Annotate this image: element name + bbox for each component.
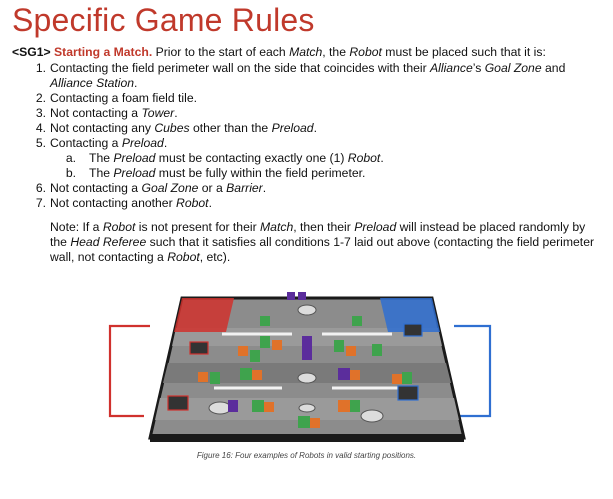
tower	[297, 304, 317, 316]
cube	[302, 348, 312, 360]
item-text: Contacting the field perimeter wall on t…	[50, 61, 566, 91]
item-number: a.	[65, 151, 76, 165]
cube	[350, 400, 360, 412]
item-number: 6.	[35, 181, 46, 195]
cube	[238, 346, 248, 356]
item-number: 4.	[35, 121, 46, 135]
cube	[260, 316, 270, 326]
cube-group	[198, 292, 412, 428]
tower	[208, 401, 232, 415]
cube	[210, 372, 220, 384]
field-figure	[108, 292, 492, 442]
red-start-line-lower	[108, 403, 144, 418]
item-text: Not contacting another Robot.	[50, 196, 212, 210]
figure-caption: Figure 16: Four examples of Robots in va…	[196, 451, 417, 460]
cube	[334, 340, 344, 352]
cube	[392, 374, 402, 384]
tower	[298, 403, 316, 413]
item-number: 2.	[35, 91, 46, 105]
item-text: The Preload must be fully within the fie…	[89, 166, 366, 180]
item-text: The Preload must be contacting exactly o…	[89, 151, 384, 165]
cube	[310, 418, 320, 428]
page-title: Specific Game Rules	[12, 2, 315, 38]
robot	[403, 323, 423, 337]
item-text: Contacting a Preload.	[50, 136, 168, 150]
item-text: Not contacting a Tower.	[50, 106, 178, 120]
cube	[346, 346, 356, 356]
cube	[264, 402, 274, 412]
tower	[297, 372, 317, 384]
cube	[298, 292, 306, 300]
item-text: Contacting a foam field tile.	[50, 91, 198, 105]
cube	[260, 336, 270, 348]
rule-intro-e: must be placed such that it is:	[381, 45, 546, 59]
rule-name: Starting a Match.	[54, 45, 153, 59]
rule-intro-b: Match	[289, 45, 323, 59]
robot	[397, 385, 419, 401]
item-number: 7.	[35, 196, 46, 210]
item-number: 5.	[35, 136, 46, 150]
rule-heading: <SG1> Starting a Match. Prior to the sta…	[12, 45, 608, 60]
cube	[350, 370, 360, 380]
cube	[338, 368, 350, 380]
cube	[240, 368, 252, 380]
rule-intro-a: Prior to the start of each	[155, 45, 290, 59]
note-paragraph: Note: If a Robot is not present for thei…	[50, 220, 595, 265]
item-text: Not contacting a Goal Zone or a Barrier.	[50, 181, 267, 195]
blue-goal-zone	[380, 298, 440, 332]
robot	[189, 341, 209, 355]
rule-intro-c: , the	[322, 45, 350, 59]
cube	[372, 344, 382, 356]
cube	[272, 340, 282, 350]
cube	[252, 400, 264, 412]
cube	[338, 400, 350, 412]
field-front-wall	[150, 434, 464, 442]
robot	[167, 395, 189, 411]
tower	[360, 409, 384, 423]
cube	[302, 336, 312, 348]
item-text: Not contacting any Cubes other than the …	[50, 121, 317, 135]
rule-code: <SG1>	[12, 45, 51, 59]
cube	[352, 316, 362, 326]
blue-start-line-upper	[454, 324, 492, 418]
cube	[228, 400, 238, 412]
rule-intro-d: Robot	[349, 45, 382, 59]
item-number: 1.	[35, 61, 46, 75]
red-goal-zone	[174, 298, 234, 332]
item-number: 3.	[35, 106, 46, 120]
cube	[287, 292, 295, 300]
cube	[252, 370, 262, 380]
red-start-line-upper	[108, 324, 150, 403]
cube	[198, 372, 208, 382]
cube	[298, 416, 310, 428]
cube	[250, 350, 260, 362]
cube	[402, 372, 412, 384]
item-number: b.	[65, 166, 76, 180]
